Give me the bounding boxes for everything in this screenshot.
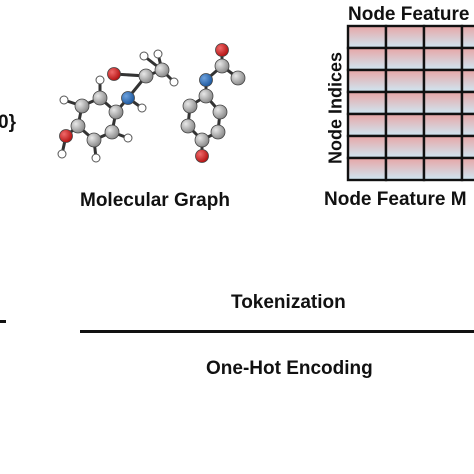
carbon-atom [198,88,214,104]
matrix-bottom-label: Node Feature M [324,189,467,210]
matrix-cell [460,156,474,182]
one-hot-encoding-label: One-Hot Encoding [206,358,373,379]
matrix-cell [384,156,426,182]
hydrogen-atom [59,95,69,105]
matrix-cell [384,90,426,116]
feature-matrix-grid [346,24,474,182]
left-divider-fragment [0,320,6,323]
hydrogen-atom [153,49,163,59]
matrix-cell [422,90,464,116]
hydrogen-atom [137,103,147,113]
matrix-cell [422,68,464,94]
tokenization-label: Tokenization [231,292,346,313]
matrix-cell [460,24,474,50]
oxygen-atom [59,129,73,143]
matrix-cell [422,112,464,138]
matrix-cell [346,46,388,72]
carbon-atom [138,68,154,84]
hydrogen-atom [57,149,67,159]
oxygen-atom [107,67,121,81]
molecular-graph-label: Molecular Graph [80,190,230,211]
step-divider [80,330,474,333]
carbon-atom [70,118,86,134]
nitrogen-atom [199,73,213,87]
matrix-cell [422,156,464,182]
matrix-cell [460,68,474,94]
carbon-atom [154,62,170,78]
carbon-atom [104,124,120,140]
matrix-cell [384,112,426,138]
matrix-cell [460,134,474,160]
oxygen-atom [215,43,229,57]
matrix-cell [346,112,388,138]
carbon-atom [210,124,226,140]
carbon-atom [230,70,246,86]
hydrogen-atom [95,75,105,85]
carbon-atom [180,118,196,134]
carbon-atom [194,132,210,148]
molecule-diagram [57,43,246,163]
matrix-cell [460,112,474,138]
matrix-cell [422,24,464,50]
carbon-atom [92,90,108,106]
hydrogen-atom [139,51,149,61]
matrix-cell [346,134,388,160]
hydrogen-atom [91,153,101,163]
nitrogen-atom [121,91,135,105]
hydrogen-atom [123,133,133,143]
matrix-cell [346,156,388,182]
carbon-atom [212,104,228,120]
matrix-cell [460,90,474,116]
matrix-cell [460,46,474,72]
matrix-cell [384,24,426,50]
matrix-cell [422,46,464,72]
matrix-cell [384,134,426,160]
matrix-cell [384,68,426,94]
matrix-cell [346,90,388,116]
matrix-cell [384,46,426,72]
matrix-cell [346,24,388,50]
left-brace-fragment: 0} [0,112,16,133]
carbon-atom [74,98,90,114]
matrix-cell [422,134,464,160]
carbon-atom [182,98,198,114]
matrix-cell [346,68,388,94]
hydrogen-atom [169,77,179,87]
matrix-top-label: Node Feature [348,4,470,25]
oxygen-atom [195,149,209,163]
carbon-atom [108,104,124,120]
carbon-atom [86,132,102,148]
carbon-atom [214,58,230,74]
